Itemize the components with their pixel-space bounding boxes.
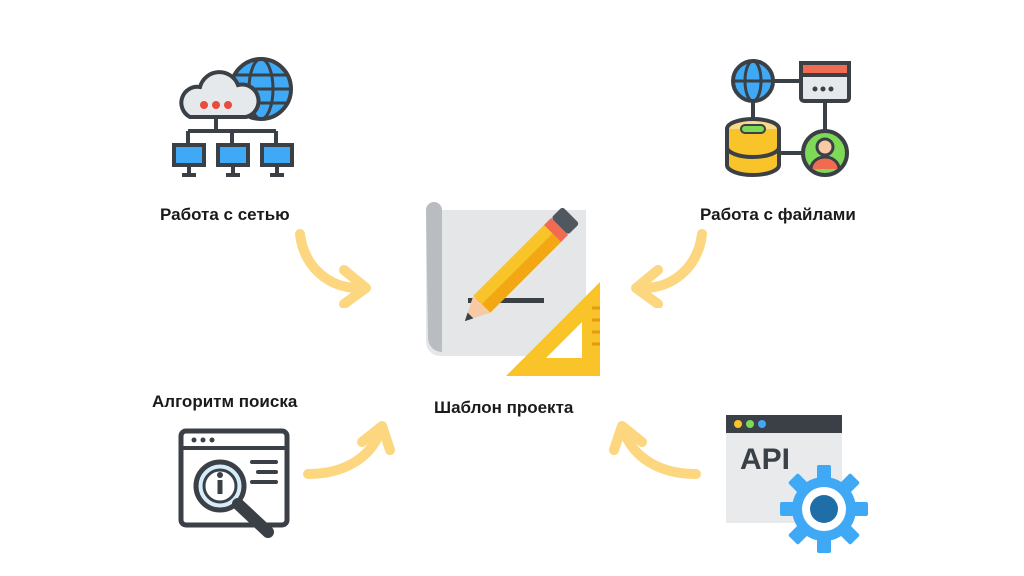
file-database-icon: [723, 57, 853, 181]
arrow-files-to-center: [631, 229, 707, 308]
arrow-network-to-center: [295, 229, 371, 308]
node-label-search: Алгоритм поиска: [152, 392, 298, 411]
center-label: Шаблон проекта: [434, 398, 574, 417]
blueprint-pencil-icon: [420, 196, 610, 378]
api-text: API: [740, 443, 790, 476]
api-gear-icon: API: [722, 413, 868, 553]
arrow-api-to-center: [609, 421, 701, 479]
cloud-network-icon: [168, 55, 303, 183]
node-label-network: Работа с сетью: [160, 205, 290, 224]
arrow-search-to-center: [303, 421, 395, 479]
search-window-icon: [178, 428, 290, 540]
node-label-files: Работа с файлами: [700, 205, 856, 224]
